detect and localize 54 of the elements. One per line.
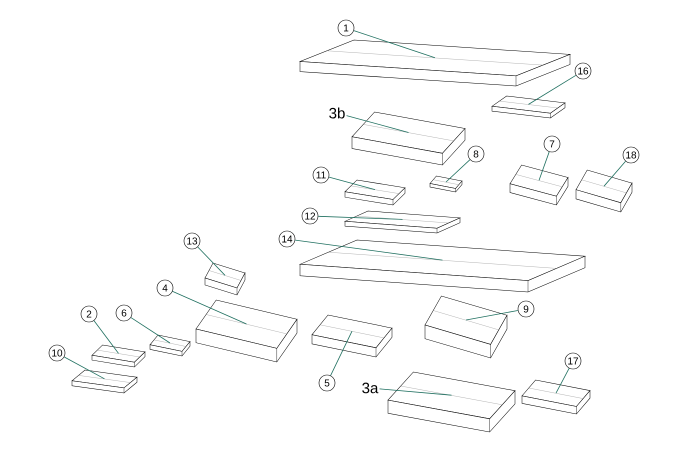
callout-number: 9 [518, 300, 534, 318]
leader-line [538, 151, 550, 181]
leader-line [346, 115, 409, 133]
leader-line [379, 388, 452, 396]
part-drawing [510, 164, 568, 206]
part-drawing [312, 314, 392, 358]
part-drawing [388, 372, 516, 432]
leader-line [64, 356, 105, 380]
part-drawing [344, 210, 460, 234]
part-drawing [92, 344, 146, 368]
part-drawing [150, 334, 190, 356]
callout-number: 16 [574, 62, 592, 80]
callout-number: 13 [184, 232, 200, 250]
leader-line [604, 160, 626, 187]
part-drawing [300, 240, 586, 292]
callout-number: 4 [156, 280, 174, 296]
part-drawing [344, 180, 406, 206]
callout-number: 14 [278, 230, 296, 248]
leader-line [446, 159, 470, 182]
leader-line [328, 176, 376, 190]
leader-line [353, 30, 436, 58]
leader-line [94, 320, 119, 354]
part-drawing [492, 96, 566, 118]
part-drawing [522, 380, 590, 414]
callout-number: 7 [544, 136, 560, 152]
leader-line [466, 310, 518, 320]
leader-line [197, 246, 226, 276]
part-drawing [352, 112, 466, 166]
callout-number: 1 [338, 20, 354, 36]
leader-line [172, 290, 247, 324]
leader-line [130, 317, 170, 344]
callout-label: 3b [329, 108, 345, 118]
leader-line [318, 216, 403, 220]
leader-line [556, 368, 570, 394]
callout-number: 12 [302, 208, 318, 224]
part-drawing [424, 296, 508, 358]
part-drawing [72, 370, 138, 394]
part-drawing [430, 176, 462, 192]
part-drawing [300, 40, 570, 86]
leader-line [330, 330, 352, 376]
callout-number: 5 [318, 374, 336, 392]
callout-number: 17 [564, 352, 582, 370]
callout-number: 8 [468, 146, 484, 162]
callout-label: 3a [362, 382, 378, 394]
part-drawing [576, 170, 632, 212]
callout-number: 2 [80, 306, 98, 322]
callout-number: 18 [622, 146, 640, 164]
part-drawing [204, 262, 246, 296]
callout-number: 11 [312, 166, 330, 184]
leader-line [294, 240, 443, 260]
leader-line [528, 74, 576, 105]
callout-number: 6 [116, 304, 132, 322]
callout-number: 10 [48, 344, 66, 362]
part-drawing [196, 300, 298, 362]
